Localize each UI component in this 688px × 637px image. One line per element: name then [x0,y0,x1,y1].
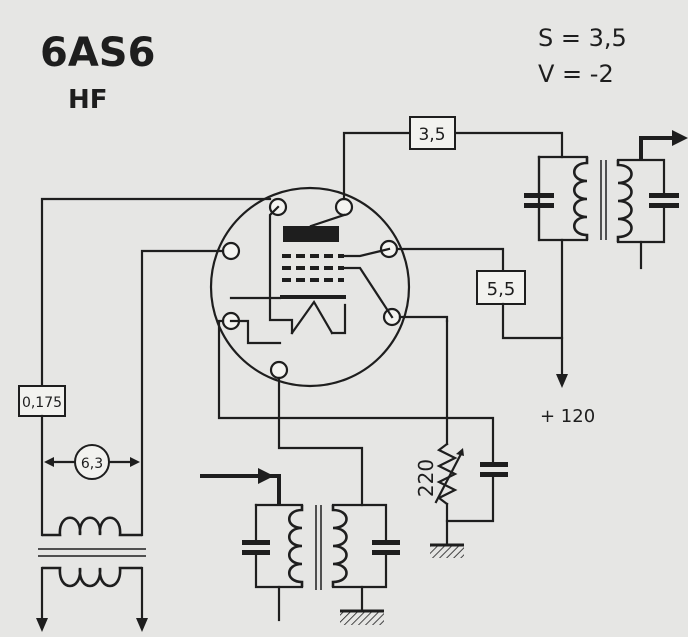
grid-resistor-label: 0,175 [22,395,62,411]
screen-resistor-label: 5,5 [487,279,516,300]
cathode-resistor [436,442,458,506]
filament [290,299,334,335]
cathode-resistor-label: 220 [414,459,438,497]
pin-top-right [334,197,354,217]
input-coil-secondary [331,505,348,587]
heater-transformer-primary [42,566,142,588]
screen-resistor [476,270,526,305]
tube-electrodes [229,205,394,345]
heater-transformer-secondary [42,516,142,537]
anode-plate [283,226,339,242]
param-s: S = 3,5 [538,24,627,52]
input-circuit [200,376,400,625]
screen-circuit: 5,5 + 120 [395,247,595,427]
tube-subtitle: HF [68,85,108,115]
tube-title: 6AS6 [40,30,155,76]
plate-resistor [409,116,456,150]
plate-coil-primary [572,157,589,240]
ground-cathode [430,545,464,558]
tube-envelope [209,186,411,388]
grid-input-circuit: 0,175 6,3 [18,197,272,632]
pin-left-upper [221,241,241,261]
ground-input [340,611,384,625]
plate-coil-secondary [616,160,633,242]
plate-circuit: 3,5 [342,116,688,388]
heater-voltage-label: 6,3 [81,456,103,472]
input-coil-primary [287,505,304,587]
plate-resistor-label: 3,5 [418,125,445,145]
cathode-bypass-capacitor [480,462,508,467]
cathode-circuit: 220 [217,315,508,558]
pin-bottom [269,360,289,380]
supply-label: + 120 [540,406,595,427]
param-v: V = -2 [538,60,614,88]
